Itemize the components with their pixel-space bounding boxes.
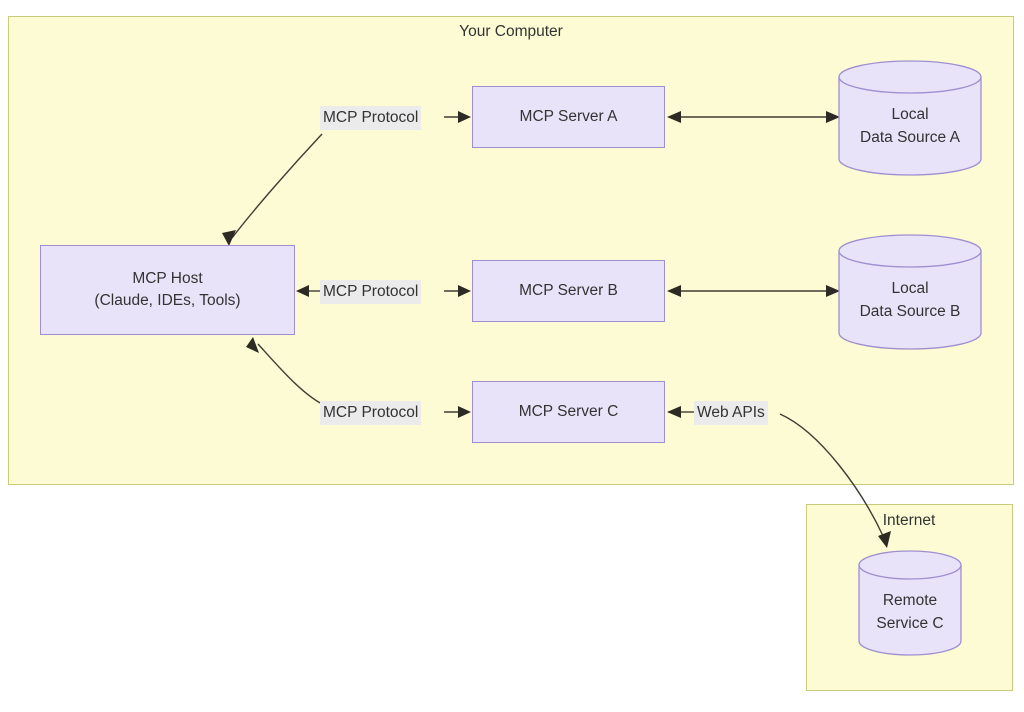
node-remote-service-c[interactable]: Remote Service C [858, 550, 962, 656]
node-mcp-server-a[interactable]: MCP Server A [472, 86, 665, 148]
node-mcp-server-a-label: MCP Server A [519, 107, 618, 125]
node-mcp-server-b[interactable]: MCP Server B [472, 260, 665, 322]
node-mcp-server-c[interactable]: MCP Server C [472, 381, 665, 443]
edge-label-protocol-mid: MCP Protocol [320, 280, 422, 305]
group-internet-title: Internet [882, 512, 936, 529]
node-mcp-host[interactable]: MCP Host (Claude, IDEs, Tools) [40, 245, 295, 335]
node-local-data-source-a[interactable]: Local Data Source A [838, 60, 982, 176]
edge-label-web-apis: Web APIs [694, 401, 768, 426]
cylinder-shape-c [858, 550, 962, 656]
cylinder-shape-b [838, 234, 982, 350]
edge-label-protocol-bottom: MCP Protocol [320, 401, 422, 426]
node-mcp-host-line-2: (Claude, IDEs, Tools) [94, 292, 241, 309]
edge-label-protocol-top: MCP Protocol [320, 106, 422, 131]
node-local-data-source-b[interactable]: Local Data Source B [838, 234, 982, 350]
node-mcp-server-c-label: MCP Server C [518, 402, 619, 420]
node-mcp-host-line-1: MCP Host [132, 269, 203, 287]
group-your-computer-title: Your Computer [459, 23, 563, 40]
cylinder-shape-a [838, 60, 982, 176]
node-mcp-server-b-label: MCP Server B [519, 281, 618, 299]
